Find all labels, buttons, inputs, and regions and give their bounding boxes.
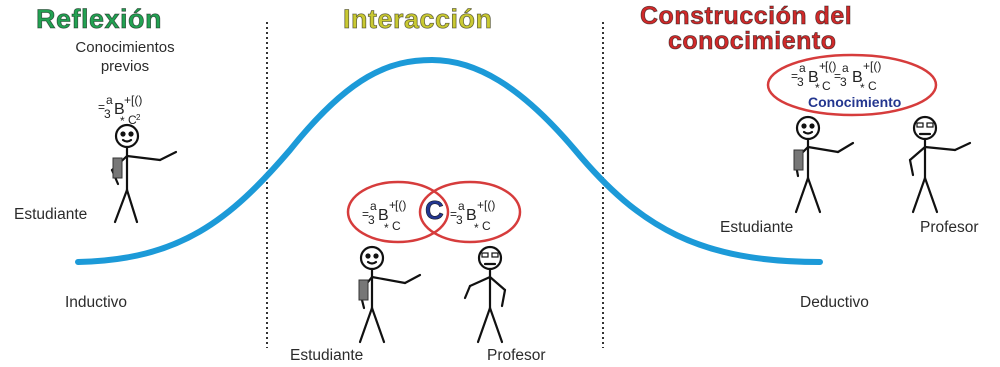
knowledge-ellipse — [766, 53, 938, 117]
svg-text:[(): [() — [870, 59, 881, 73]
teacher-figure-right — [908, 115, 972, 214]
svg-text:a: a — [370, 199, 377, 213]
student-figure-center — [358, 245, 422, 344]
svg-text:+: + — [124, 93, 131, 107]
svg-text:*: * — [384, 221, 389, 235]
student-figure-left — [110, 123, 178, 224]
teacher-label-center: Profesor — [487, 347, 546, 364]
svg-text:C: C — [868, 79, 877, 93]
svg-text:*: * — [860, 81, 865, 95]
svg-text:3: 3 — [368, 213, 375, 227]
svg-text:*: * — [815, 81, 820, 95]
svg-text:C: C — [392, 219, 401, 233]
prior-knowledge-line2: previos — [100, 58, 150, 75]
svg-text:=: = — [834, 69, 841, 83]
knowledge-label: Conocimiento — [808, 94, 902, 110]
svg-text:=: = — [362, 207, 369, 221]
teacher-figure-center — [463, 245, 507, 344]
svg-text:[(): [() — [131, 93, 142, 107]
svg-text:B: B — [808, 69, 819, 86]
svg-text:a: a — [106, 93, 113, 107]
svg-text:[(): [() — [395, 198, 406, 212]
svg-text:3: 3 — [104, 107, 111, 121]
svg-text:3: 3 — [456, 213, 463, 227]
svg-text:[(): [() — [484, 198, 495, 212]
svg-text:+: + — [389, 198, 396, 212]
teacher-knowledge-circle — [418, 180, 522, 244]
svg-text:C: C — [822, 79, 831, 93]
svg-text:=: = — [791, 69, 798, 83]
student-knowledge-circle — [346, 180, 450, 244]
title-construccion-line1: Construcción del — [640, 2, 853, 30]
student-figure-right — [793, 115, 855, 214]
title-reflexion: Reflexión — [36, 4, 163, 35]
svg-text:B: B — [852, 69, 863, 86]
svg-text:=: = — [98, 100, 105, 114]
svg-text:3: 3 — [840, 75, 847, 89]
svg-text:a: a — [458, 199, 465, 213]
svg-text:3: 3 — [797, 75, 804, 89]
title-construccion-line2: conocimiento — [668, 27, 837, 55]
student-label-center: Estudiante — [290, 347, 364, 364]
title-interaccion: Interacción — [343, 4, 493, 35]
teacher-label-right: Profesor — [920, 219, 979, 236]
svg-text:a: a — [842, 61, 849, 75]
svg-text:B: B — [378, 207, 389, 224]
svg-text:*: * — [120, 114, 125, 128]
svg-text:=: = — [450, 207, 457, 221]
svg-text:+: + — [477, 198, 484, 212]
svg-text:*: * — [474, 221, 479, 235]
shared-knowledge-letter: C — [425, 195, 444, 226]
svg-text:C: C — [128, 113, 137, 127]
svg-text:B: B — [114, 101, 125, 118]
prior-knowledge-line1: Conocimientos — [75, 39, 175, 56]
svg-text:+: + — [863, 59, 870, 73]
svg-text:a: a — [799, 61, 806, 75]
prior-knowledge-label: Conocimientos previos — [60, 38, 190, 76]
student-label-left: Estudiante — [14, 206, 88, 223]
svg-text:C: C — [482, 219, 491, 233]
deductive-label: Deductivo — [800, 294, 869, 311]
inductive-label: Inductivo — [65, 294, 128, 311]
bell-curve — [75, 56, 823, 265]
svg-text:2: 2 — [136, 113, 141, 122]
student-label-right: Estudiante — [720, 219, 794, 236]
svg-text:[(): [() — [825, 59, 836, 73]
svg-text:B: B — [466, 207, 477, 224]
svg-text:+: + — [819, 59, 826, 73]
